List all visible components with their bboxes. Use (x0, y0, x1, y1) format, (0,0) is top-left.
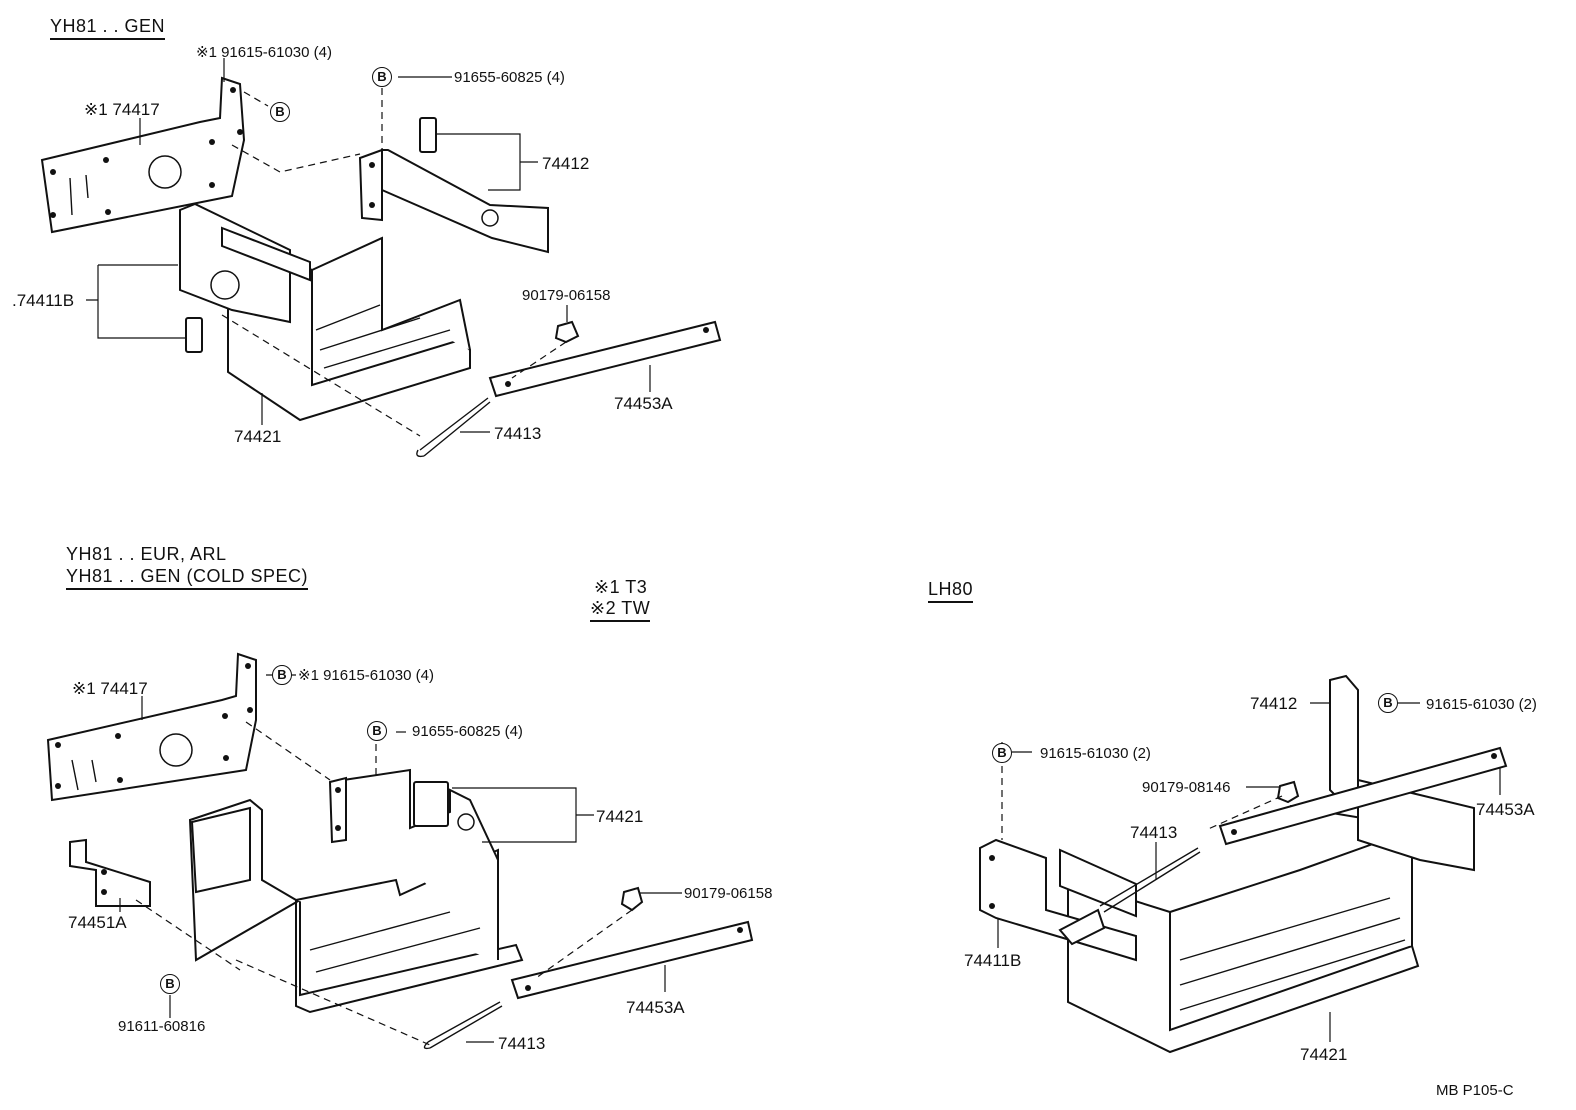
bolt-b-symbol: B (160, 974, 180, 994)
j-bolt-74413-c-drawing (1099, 847, 1201, 913)
part-label-90179-08146: 90179-08146 (1142, 779, 1231, 796)
part-label-74453a: 74453A (614, 394, 673, 413)
j-bolt-74413-drawing (419, 397, 491, 457)
tray-74421-c-drawing (1067, 878, 1420, 1054)
support-74412-drawing (1329, 674, 1359, 806)
section-header-lh80: LH80 (928, 579, 974, 603)
legend-line-2: ※2 TW (590, 598, 651, 622)
part-label-74413: 74413 (498, 1034, 546, 1053)
part-label-74413: 74413 (1130, 823, 1178, 842)
section-header-yh81-eur-arl: YH81 . . EUR, ARL (66, 544, 227, 564)
part-label-74417: ※1 74417 (84, 100, 160, 119)
part-label-91655-60825: 91655-60825 (4) (412, 723, 523, 740)
part-label-74412: 74412 (1250, 694, 1298, 713)
part-label-74451a: 74451A (68, 913, 127, 932)
hold-down-74453a-c-drawing (1218, 746, 1508, 846)
bolt-b-symbol: B (1378, 693, 1398, 713)
bottom-right-assembly (979, 674, 1508, 1054)
part-label-74453a: 74453A (1476, 800, 1535, 819)
part-label-91615-61030: 91615-61030 (2) (1426, 696, 1537, 713)
bolt-b-symbol: B (992, 743, 1012, 763)
bolt-b-symbol: B (270, 102, 290, 122)
bracket-74417-b-drawing (46, 652, 257, 802)
bottom-left-assembly (46, 652, 754, 1050)
hold-down-74453a-b-drawing (510, 920, 754, 1000)
part-label-91655-60825: 91655-60825 (4) (454, 69, 565, 86)
part-label-90179-06158: 90179-06158 (522, 287, 611, 304)
clamp-74451a-drawing (69, 838, 151, 907)
bolt-b-symbol: B (372, 67, 392, 87)
part-label-91615-61030: 91615-61030 (2) (1040, 745, 1151, 762)
part-label-74421: 74421 (234, 427, 282, 446)
bolt-b-symbol: B (272, 665, 292, 685)
part-label-74413: 74413 (494, 424, 542, 443)
part-label-74411b: .74411B (12, 291, 75, 310)
part-label-91615-61030: ※1 91615-61030 (4) (196, 44, 332, 61)
drawing-code: MB P105-C (1436, 1082, 1514, 1099)
part-label-74421: 74421 (1300, 1045, 1348, 1064)
part-label-74411b: 74411B (964, 951, 1022, 970)
part-label-74412: 74412 (542, 154, 590, 173)
part-label-74417: ※1 74417 (72, 679, 148, 698)
bracket-74417-drawing (40, 76, 246, 234)
section-header-yh81-cold-spec: YH81 . . GEN (COLD SPEC) (66, 566, 309, 590)
bolt-b-symbol: B (367, 721, 387, 741)
hold-down-74453a-drawing (488, 320, 722, 398)
part-label-90179-06158: 90179-06158 (684, 885, 773, 902)
section-header-yh81-gen: YH81 . . GEN (50, 16, 166, 40)
j-bolt-74413-b-drawing (427, 1001, 503, 1049)
part-label-74453a: 74453A (626, 998, 685, 1017)
legend-line-1: ※1 T3 (594, 577, 648, 597)
part-label-91615-61030: ※1 91615-61030 (4) (298, 667, 434, 684)
part-label-91611-60816: 91611-60816 (118, 1018, 206, 1035)
top-left-assembly (40, 58, 722, 458)
clamp-74411b-drawing (179, 202, 291, 324)
part-label-74421: 74421 (596, 807, 644, 826)
